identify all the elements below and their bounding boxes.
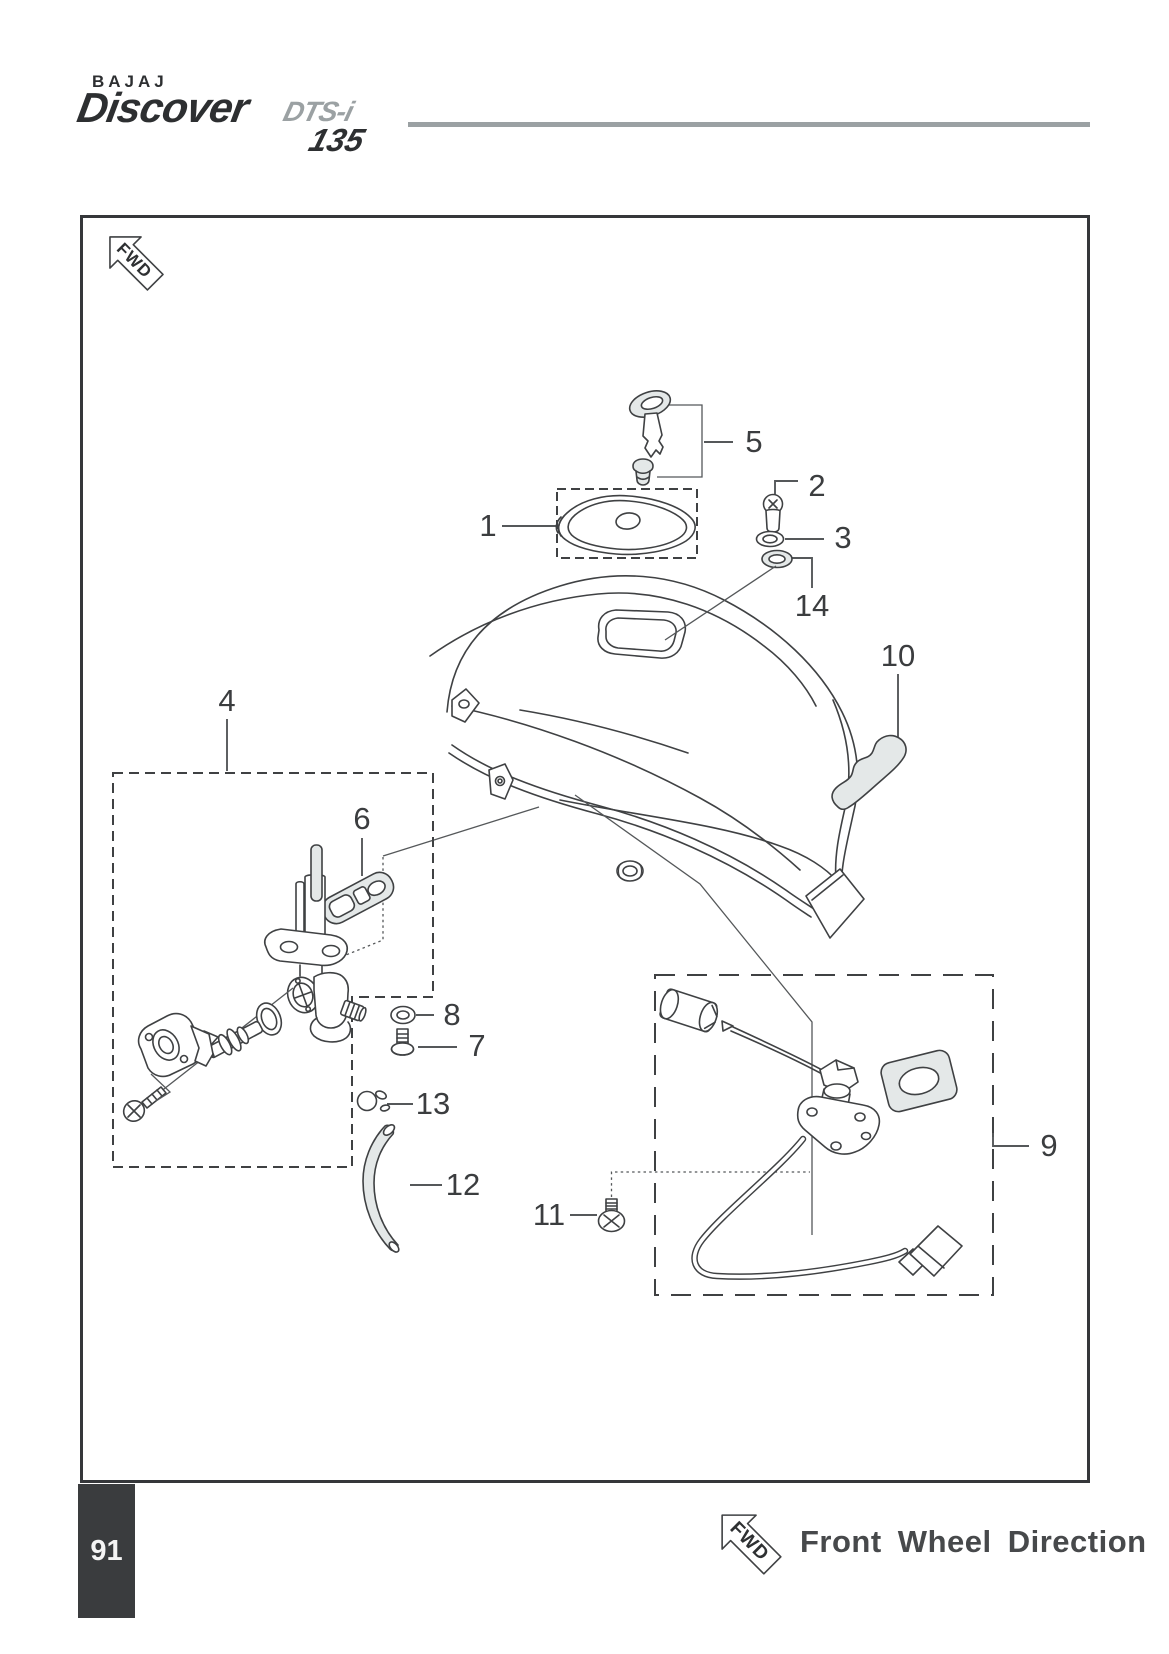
part-label-4: 4 (218, 683, 236, 718)
part-2-bolt (762, 480, 798, 533)
part-label-8: 8 (443, 997, 461, 1032)
part-14-grommet (761, 549, 813, 588)
brand-company: BAJAJ (92, 72, 168, 91)
part-label-6: 6 (353, 801, 371, 836)
part-label-1: 1 (479, 508, 497, 543)
part-label-13: 13 (415, 1086, 451, 1121)
part-3-washer (755, 530, 824, 548)
fwd-arrow-bottom-icon (721, 1514, 782, 1575)
fwd-arrow-top-icon (109, 236, 164, 291)
part-label-5: 5 (745, 424, 763, 459)
footer-caption: Front Wheel Direction (800, 1524, 1147, 1559)
part-11-screw (570, 1198, 626, 1233)
page-number-box: 91 (78, 1484, 135, 1618)
part-label-12: 12 (445, 1167, 481, 1202)
part-label-3: 3 (834, 520, 852, 555)
part-4-fuel-cock-group (112, 719, 434, 1168)
part-label-10: 10 (880, 638, 916, 673)
part-8-nut (390, 1005, 434, 1025)
fuel-tank (429, 575, 865, 939)
part-label-9: 9 (1040, 1128, 1058, 1163)
part-label-11: 11 (532, 1197, 566, 1232)
part-label-7: 7 (468, 1028, 486, 1063)
part-1-cap-lid (502, 488, 698, 559)
part-5-lock-kit (628, 390, 733, 486)
part-7-screw (390, 1028, 457, 1056)
part-6-gasket (321, 871, 395, 925)
part-12-hose (362, 1124, 442, 1253)
diagram-frame (80, 215, 1090, 1483)
part-13-clip (356, 1090, 413, 1112)
part-10-pad (831, 674, 907, 811)
part-9-sensor-group (610, 974, 1029, 1296)
part-label-14: 14 (794, 588, 830, 623)
tank-leader-lines (340, 565, 813, 1235)
part-label-2: 2 (808, 468, 826, 503)
page-number: 91 (90, 1534, 123, 1567)
